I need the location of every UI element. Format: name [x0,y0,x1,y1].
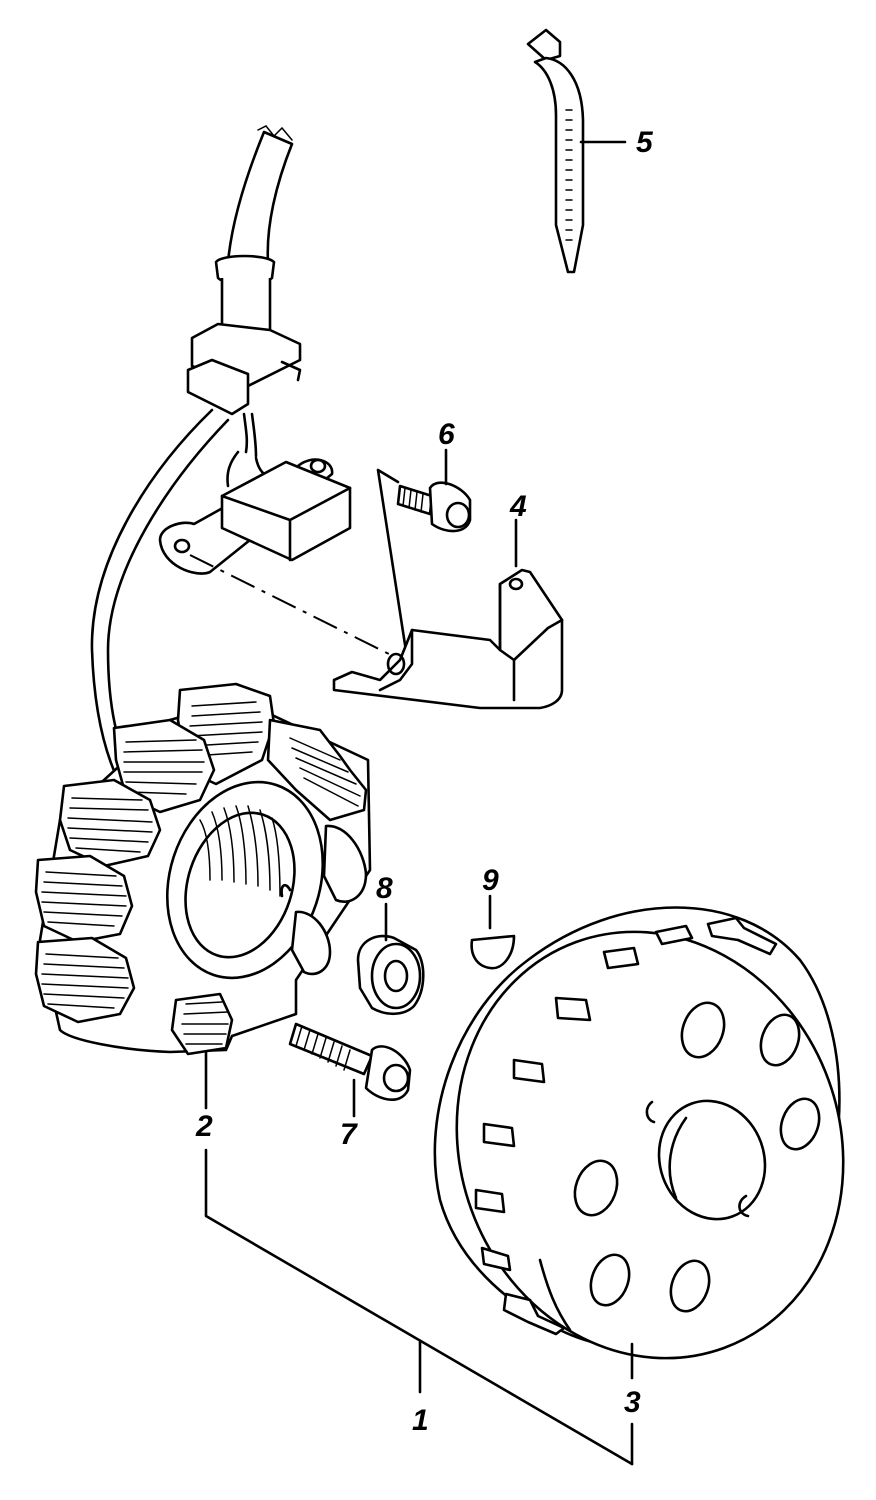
nut-part-8 [356,902,425,1016]
callout-label: 3 [624,1386,641,1419]
rotor-part-3 [433,906,845,1380]
stator-part-2 [34,682,372,1110]
key-part-9 [470,894,516,970]
cable-tie-part [526,28,627,274]
callout-label: 2 [195,1110,213,1143]
alignment-line [189,554,396,658]
callout-label: 7 [340,1118,358,1151]
bolt-part-7 [288,1022,412,1118]
callout-label: 6 [438,418,455,451]
assembly-bracket-lines [204,1148,634,1466]
callout-label: 9 [482,864,499,897]
alignment-line [376,468,410,666]
harness-and-pickup [90,125,352,782]
bracket-part-4 [332,518,564,710]
callout-label: 4 [509,490,527,523]
callout-label: 5 [636,126,654,159]
callout-label: 8 [376,872,393,905]
callout-label: 1 [412,1404,429,1437]
callout-labels: 1 2 3 4 5 6 7 8 9 [195,126,654,1437]
bolt-part-6 [396,448,472,533]
